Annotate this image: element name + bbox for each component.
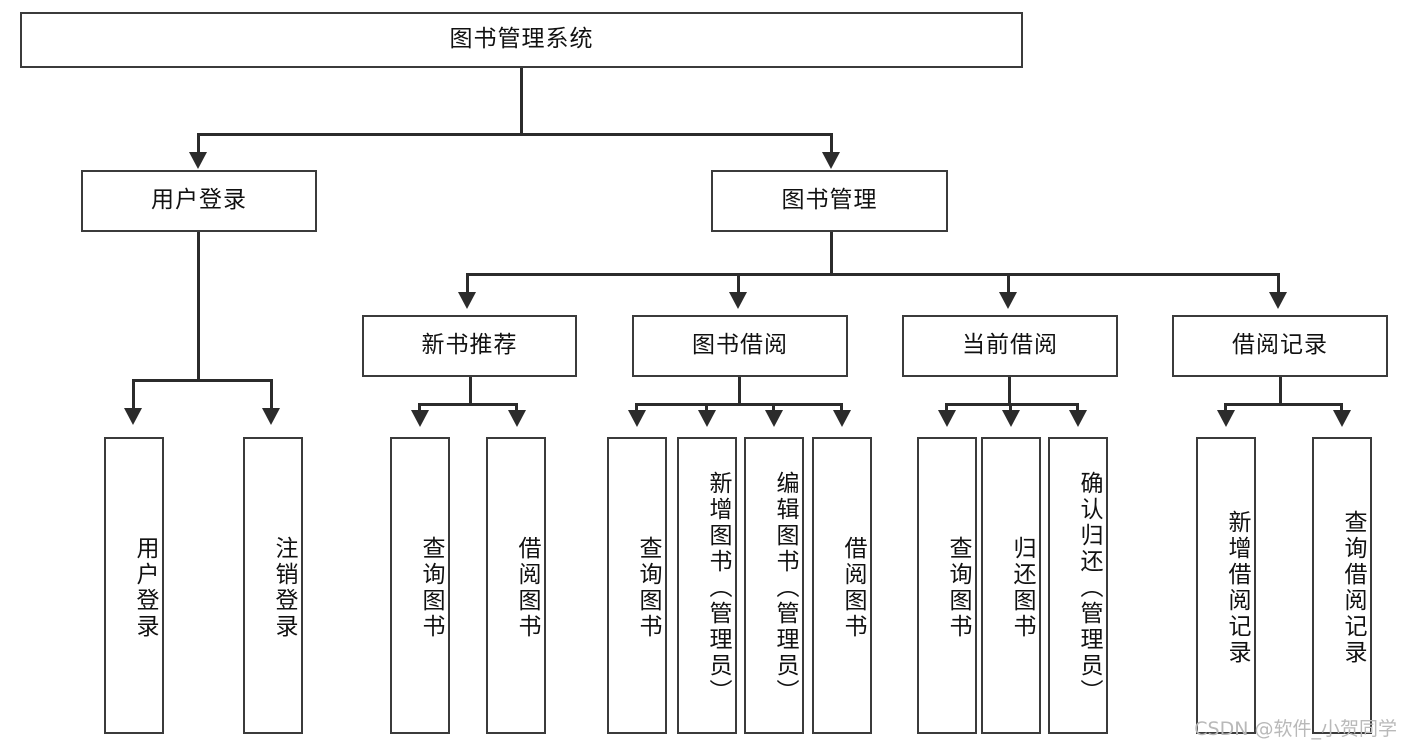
edge-drop-leaf-query-record [1340, 403, 1343, 413]
leaf-borrow-book-2[interactable]: 借阅图书 [812, 437, 872, 734]
edge-drop-leaf-query-book-2 [635, 403, 638, 413]
edge-drop-leaf-add-book [705, 403, 708, 413]
edge-new-book-recommend-stem [469, 377, 472, 405]
node-label: 新增图书（管理员） [705, 470, 731, 705]
node-label: 借阅图书 [514, 535, 540, 640]
arrowhead-leaf-query-book-3 [938, 410, 956, 427]
arrowhead-user-login [189, 152, 207, 169]
leaf-return-book[interactable]: 归还图书 [981, 437, 1041, 734]
node-label: 确认归还（管理员） [1076, 470, 1102, 705]
arrowhead-leaf-return-book [1002, 410, 1020, 427]
arrowhead-book-borrow [729, 292, 747, 309]
node-new-book-recommend[interactable]: 新书推荐 [362, 315, 577, 377]
edge-book-borrow-bus [635, 403, 842, 406]
node-root-system[interactable]: 图书管理系统 [20, 12, 1023, 68]
leaf-confirm-return[interactable]: 确认归还（管理员） [1048, 437, 1108, 734]
csdn-watermark: CSDN @软件_小贺同学 [1194, 718, 1397, 740]
edge-drop-user-login [197, 133, 200, 158]
edge-drop-leaf-user-logout [270, 379, 273, 411]
edge-book-borrow-stem [738, 377, 741, 405]
arrowhead-current-borrow [999, 292, 1017, 309]
node-label: 用户登录 [151, 187, 247, 214]
arrowhead-borrow-record [1269, 292, 1287, 309]
edge-drop-leaf-borrow-book-2 [840, 403, 843, 413]
edge-drop-leaf-user-login [132, 379, 135, 411]
node-label: 新增借阅记录 [1224, 509, 1250, 666]
node-label: 当前借阅 [962, 332, 1058, 359]
edge-borrow-record-bus [1224, 403, 1343, 406]
edge-user-login-bus [132, 379, 272, 382]
arrowhead-new-book-recommend [458, 292, 476, 309]
edge-user-login-stem [197, 232, 200, 382]
leaf-query-book-1[interactable]: 查询图书 [390, 437, 450, 734]
edge-drop-leaf-query-book-1 [418, 403, 421, 413]
node-label: 新书推荐 [421, 332, 518, 359]
arrowhead-leaf-edit-book [765, 410, 783, 427]
arrowhead-leaf-query-book-1 [411, 410, 429, 427]
leaf-add-record[interactable]: 新增借阅记录 [1196, 437, 1256, 734]
leaf-borrow-book-1[interactable]: 借阅图书 [486, 437, 546, 734]
edge-drop-leaf-query-book-3 [945, 403, 948, 413]
edge-new-book-recommend-bus [418, 403, 518, 406]
node-label: 图书管理系统 [449, 26, 594, 53]
edge-level3-bus [466, 273, 1278, 276]
arrowhead-leaf-borrow-book-1 [508, 410, 526, 427]
node-book-management[interactable]: 图书管理 [711, 170, 948, 232]
arrowhead-leaf-query-book-2 [628, 410, 646, 427]
node-borrow-record[interactable]: 借阅记录 [1172, 315, 1388, 377]
edge-drop-borrow-record [1277, 273, 1280, 298]
node-label: 图书借阅 [692, 332, 788, 359]
node-current-borrow[interactable]: 当前借阅 [902, 315, 1118, 377]
arrowhead-leaf-user-login [124, 408, 142, 425]
edge-borrow-record-stem [1279, 377, 1282, 405]
edge-drop-leaf-edit-book [772, 403, 775, 413]
leaf-query-record[interactable]: 查询借阅记录 [1312, 437, 1372, 734]
edge-book-management-stem [830, 232, 833, 276]
node-label: 注销登录 [271, 535, 297, 640]
leaf-query-book-3[interactable]: 查询图书 [917, 437, 977, 734]
arrowhead-leaf-add-record [1217, 410, 1235, 427]
leaf-user-login[interactable]: 用户登录 [104, 437, 164, 734]
arrowhead-leaf-user-logout [262, 408, 280, 425]
edge-drop-current-borrow [1007, 273, 1010, 298]
arrowhead-leaf-borrow-book-2 [833, 410, 851, 427]
arrowhead-leaf-add-book [698, 410, 716, 427]
arrowhead-leaf-confirm-return [1069, 410, 1087, 427]
node-label: 借阅图书 [840, 535, 866, 640]
edge-current-borrow-stem [1008, 377, 1011, 405]
edge-drop-book-borrow [737, 273, 740, 298]
node-label: 查询图书 [945, 535, 971, 640]
edge-drop-leaf-confirm-return [1076, 403, 1079, 413]
edge-drop-book-management [830, 133, 833, 158]
node-label: 查询图书 [635, 535, 661, 640]
leaf-edit-book[interactable]: 编辑图书（管理员） [744, 437, 804, 734]
node-label: 归还图书 [1009, 535, 1035, 640]
node-label: 查询图书 [418, 535, 444, 640]
node-book-borrow[interactable]: 图书借阅 [632, 315, 848, 377]
edge-level2-bus [197, 133, 833, 136]
leaf-query-book-2[interactable]: 查询图书 [607, 437, 667, 734]
arrowhead-leaf-query-record [1333, 410, 1351, 427]
node-label: 借阅记录 [1232, 332, 1328, 359]
edge-drop-leaf-add-record [1224, 403, 1227, 413]
edge-drop-leaf-borrow-book-1 [515, 403, 518, 413]
node-label: 用户登录 [132, 535, 158, 640]
node-user-login[interactable]: 用户登录 [81, 170, 317, 232]
arrowhead-book-management [822, 152, 840, 169]
edge-drop-leaf-return-book [1009, 403, 1012, 413]
edge-drop-new-book-recommend [466, 273, 469, 298]
node-label: 编辑图书（管理员） [772, 470, 798, 705]
leaf-user-logout[interactable]: 注销登录 [243, 437, 303, 734]
node-label: 查询借阅记录 [1340, 509, 1366, 666]
leaf-add-book[interactable]: 新增图书（管理员） [677, 437, 737, 734]
edge-root-stem [520, 68, 523, 135]
node-label: 图书管理 [781, 187, 878, 214]
